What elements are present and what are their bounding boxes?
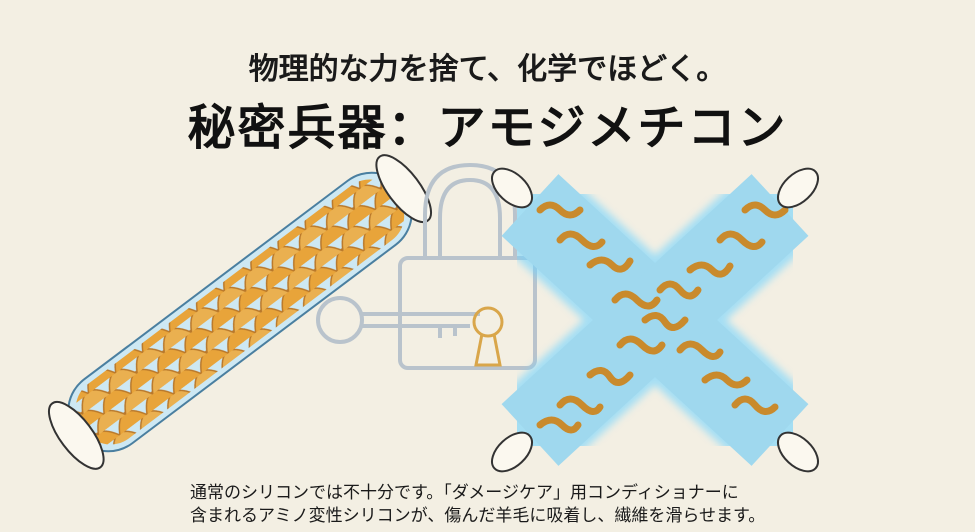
subtitle: 物理的な力を捨て、化学でほどく。 xyxy=(248,52,727,87)
illustration xyxy=(48,154,819,473)
coated-fibers-x xyxy=(491,167,819,473)
key-icon xyxy=(316,296,480,344)
keyhole-icon xyxy=(472,306,504,367)
caption-line-2: 含まれるアミノ変性シリコンが、傷んだ羊毛に吸着し、繊維を滑らせます。 xyxy=(190,506,766,526)
caption: 通常のシリコンでは不十分です。「ダメージケア」用コンディショナーに 含まれるアミ… xyxy=(190,482,810,528)
page-title: 秘密兵器：アモジメチコン xyxy=(187,100,788,156)
hair-fiber-cylinder xyxy=(48,154,432,470)
caption-line-1: 通常のシリコンでは不十分です。「ダメージケア」用コンディショナーに xyxy=(190,483,739,503)
